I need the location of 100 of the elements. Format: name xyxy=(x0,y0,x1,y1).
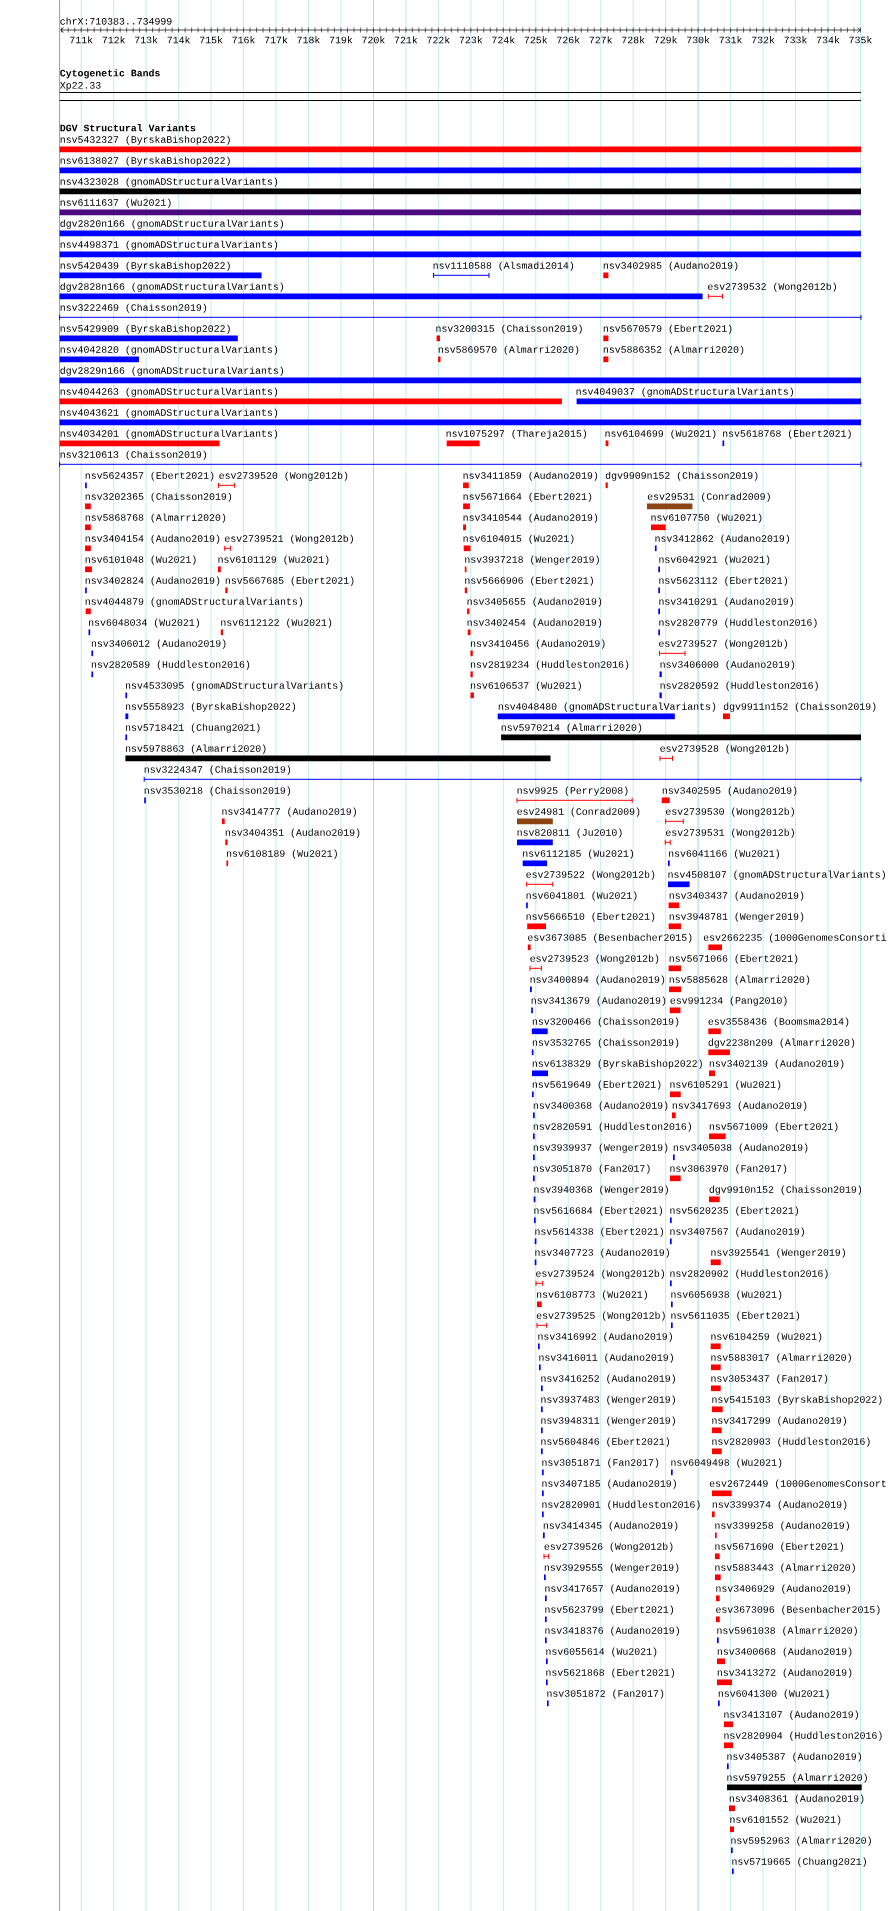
variant-label: nsv5666906 (Ebert2021) xyxy=(465,576,593,586)
variant-label: nsv6056938 (Wu2021) xyxy=(671,1290,782,1300)
variant-label: nsv5883443 (Almarri2020) xyxy=(715,1563,855,1573)
variant-label: nsv5671664 (Ebert2021) xyxy=(463,492,592,502)
variant-label: nsv5623799 (Ebert2021) xyxy=(545,1605,674,1615)
variant-label: nsv5670579 (Ebert2021) xyxy=(603,324,732,334)
variant-label: nsv5885628 (Almarri2020) xyxy=(669,975,810,985)
variant-label: esv3673085 (Besenbacher2015) xyxy=(528,933,692,943)
variant-label: nsv4044879 (gnomADStructuralVariants) xyxy=(85,597,303,607)
variant-label: esv2662235 (1000GenomesConsorti xyxy=(703,933,887,943)
variant-label: esv2739523 (Wong2012b) xyxy=(530,954,659,964)
variant-label: nsv6112185 (Wu2021) xyxy=(523,849,634,859)
tick-label: 722k xyxy=(427,36,450,44)
tick-label: 724k xyxy=(492,36,515,44)
variant-label: nsv3416252 (Audano2019) xyxy=(541,1374,675,1384)
variant-label: nsv6107750 (Wu2021) xyxy=(651,513,762,523)
variant-label: dgv2238n209 (Almarri2020) xyxy=(708,1038,855,1048)
variant-label: nsv3416011 (Audano2019) xyxy=(539,1353,673,1363)
variant-label: esv24981 (Conrad2009) xyxy=(517,807,640,817)
variant-label: nsv2820902 (Huddleston2016) xyxy=(670,1269,828,1279)
tick-label: 730k xyxy=(687,36,710,44)
variant-label: nsv6042921 (Wu2021) xyxy=(659,555,770,565)
variant-label: nsv6101129 (Wu2021) xyxy=(218,555,329,565)
variant-label: nsv4049037 (gnomADStructuralVariants) xyxy=(576,387,793,397)
variant-label: nsv3417693 (Audano2019) xyxy=(672,1101,807,1111)
variant-label: nsv5667685 (Ebert2021) xyxy=(225,576,354,586)
variant-label: dgv9911n152 (Chaisson2019) xyxy=(723,702,876,712)
variant-label: nsv3412862 (Audano2019) xyxy=(655,534,790,544)
variant-label: dgv2829n166 (gnomADStructuralVariants) xyxy=(60,366,283,376)
variant-label: nsv3417299 (Audano2019) xyxy=(712,1416,846,1426)
variant-label: nsv5883017 (Almarri2020) xyxy=(711,1353,851,1363)
variant-label: nsv3399374 (Audano2019) xyxy=(712,1500,847,1510)
variant-label: dgv9909n152 (Chaisson2019) xyxy=(605,471,758,481)
variant-label: nsv3200466 (Chaisson2019) xyxy=(532,1017,679,1027)
variant-label: nsv5429909 (ByrskaBishop2022) xyxy=(60,324,230,334)
variant-label: esv2739527 (Wong2012b) xyxy=(659,639,788,649)
variant-label: nsv9925 (Perry2008) xyxy=(517,786,628,796)
tick-label: 733k xyxy=(784,36,807,44)
variant-label: nsv3402595 (Audano2019) xyxy=(662,786,797,796)
variant-label: nsv820811 (Ju2010) xyxy=(517,828,622,838)
variant-label: nsv5616684 (Ebert2021) xyxy=(534,1206,663,1216)
variant-label: esv2739526 (Wong2012b) xyxy=(544,1542,673,1552)
variant-label: nsv5868768 (Almarri2020) xyxy=(85,513,226,523)
tick-label: 715k xyxy=(200,36,223,44)
variant-label: nsv5558923 (ByrskaBishop2022) xyxy=(125,702,296,712)
variant-label: nsv3407567 (Audano2019) xyxy=(670,1227,804,1237)
variant-label: nsv6108773 (Wu2021) xyxy=(537,1290,647,1300)
variant-label: dgv2820n166 (gnomADStructuralVariants) xyxy=(60,219,283,229)
variant-label: nsv2820592 (Huddleston2016) xyxy=(660,681,818,691)
variant-label: nsv6041300 (Wu2021) xyxy=(718,1689,829,1699)
variant-label: nsv5621868 (Ebert2021) xyxy=(546,1668,675,1678)
variant-label: esv2739528 (Wong2012b) xyxy=(660,744,789,754)
variant-label: nsv3402824 (Audano2019) xyxy=(85,576,220,586)
variant-label: nsv5961038 (Almarri2020) xyxy=(717,1626,857,1636)
variant-label: esv2739532 (Wong2012b) xyxy=(708,282,836,292)
variant-label: nsv6041801 (Wu2021) xyxy=(526,891,637,901)
variant-label: nsv3063970 (Fan2017) xyxy=(670,1164,787,1174)
variant-label: nsv3937218 (Wenger2019) xyxy=(465,555,599,565)
variant-label: nsv3405655 (Audano2019) xyxy=(467,597,602,607)
variant-label: nsv4533095 (gnomADStructuralVariants) xyxy=(125,681,343,691)
variant-label: nsv1110588 (Alsmadi2014) xyxy=(433,261,574,271)
variant-label: nsv2820901 (Huddleston2016) xyxy=(542,1500,700,1510)
tick-label: 718k xyxy=(297,36,320,44)
variant-label: nsv5614338 (Ebert2021) xyxy=(535,1227,664,1237)
variant-label: nsv3402139 (Audano2019) xyxy=(709,1059,844,1069)
variant-label: nsv5718421 (Chuang2021) xyxy=(125,723,260,733)
tick-label: 713k xyxy=(135,36,158,44)
variant-label: nsv3051871 (Fan2017) xyxy=(542,1458,659,1468)
variant-label: nsv6138027 (ByrskaBishop2022) xyxy=(60,156,230,166)
variant-label: nsv5671009 (Ebert2021) xyxy=(709,1122,838,1132)
variant-label: nsv5970214 (Almarri2020) xyxy=(501,723,642,733)
tick-label: 712k xyxy=(102,36,125,44)
variant-label: nsv3410456 (Audano2019) xyxy=(470,639,605,649)
tick-label: 729k xyxy=(654,36,677,44)
variant-label: esv3558436 (Boomsma2014) xyxy=(708,1017,849,1027)
variant-label: nsv5869570 (Almarri2020) xyxy=(438,345,579,355)
variant-label: nsv4498371 (gnomADStructuralVariants) xyxy=(60,240,278,250)
tick-label: 716k xyxy=(232,36,255,44)
variant-label: nsv3400894 (Audano2019) xyxy=(530,975,665,985)
variant-label: esv2739530 (Wong2012b) xyxy=(666,807,794,817)
variant-label: nsv3406000 (Audano2019) xyxy=(660,660,795,670)
tick-label: 711k xyxy=(70,36,93,44)
variant-label: nsv5952963 (Almarri2020) xyxy=(731,1836,871,1846)
variant-label: nsv3405038 (Audano2019) xyxy=(673,1143,808,1153)
variant-label: nsv3413272 (Audano2019) xyxy=(717,1668,852,1678)
variant-label: nsv6104699 (Wu2021) xyxy=(605,429,716,439)
variant-label: nsv6105291 (Wu2021) xyxy=(670,1080,781,1090)
variant-label: nsv5618768 (Ebert2021) xyxy=(723,429,851,439)
variant-label: nsv3222469 (Chaisson2019) xyxy=(60,303,207,313)
variant-label: nsv5979255 (Almarri2020) xyxy=(727,1773,867,1783)
variant-label: nsv3414345 (Audano2019) xyxy=(543,1521,678,1531)
tick-label: 714k xyxy=(167,36,190,44)
variant-label: nsv3402985 (Audano2019) xyxy=(603,261,738,271)
variant-label: nsv5719665 (Chuang2021) xyxy=(732,1857,866,1867)
variant-label: nsv3925541 (Wenger2019) xyxy=(711,1248,845,1258)
variant-label: nsv3410291 (Audano2019) xyxy=(659,597,793,607)
variant-label: nsv3411859 (Audano2019) xyxy=(463,471,598,481)
variant-label: nsv3937483 (Wenger2019) xyxy=(541,1395,675,1405)
variant-label: nsv4034201 (gnomADStructuralVariants) xyxy=(60,429,278,439)
variant-label: nsv3224347 (Chaisson2019) xyxy=(144,765,291,775)
